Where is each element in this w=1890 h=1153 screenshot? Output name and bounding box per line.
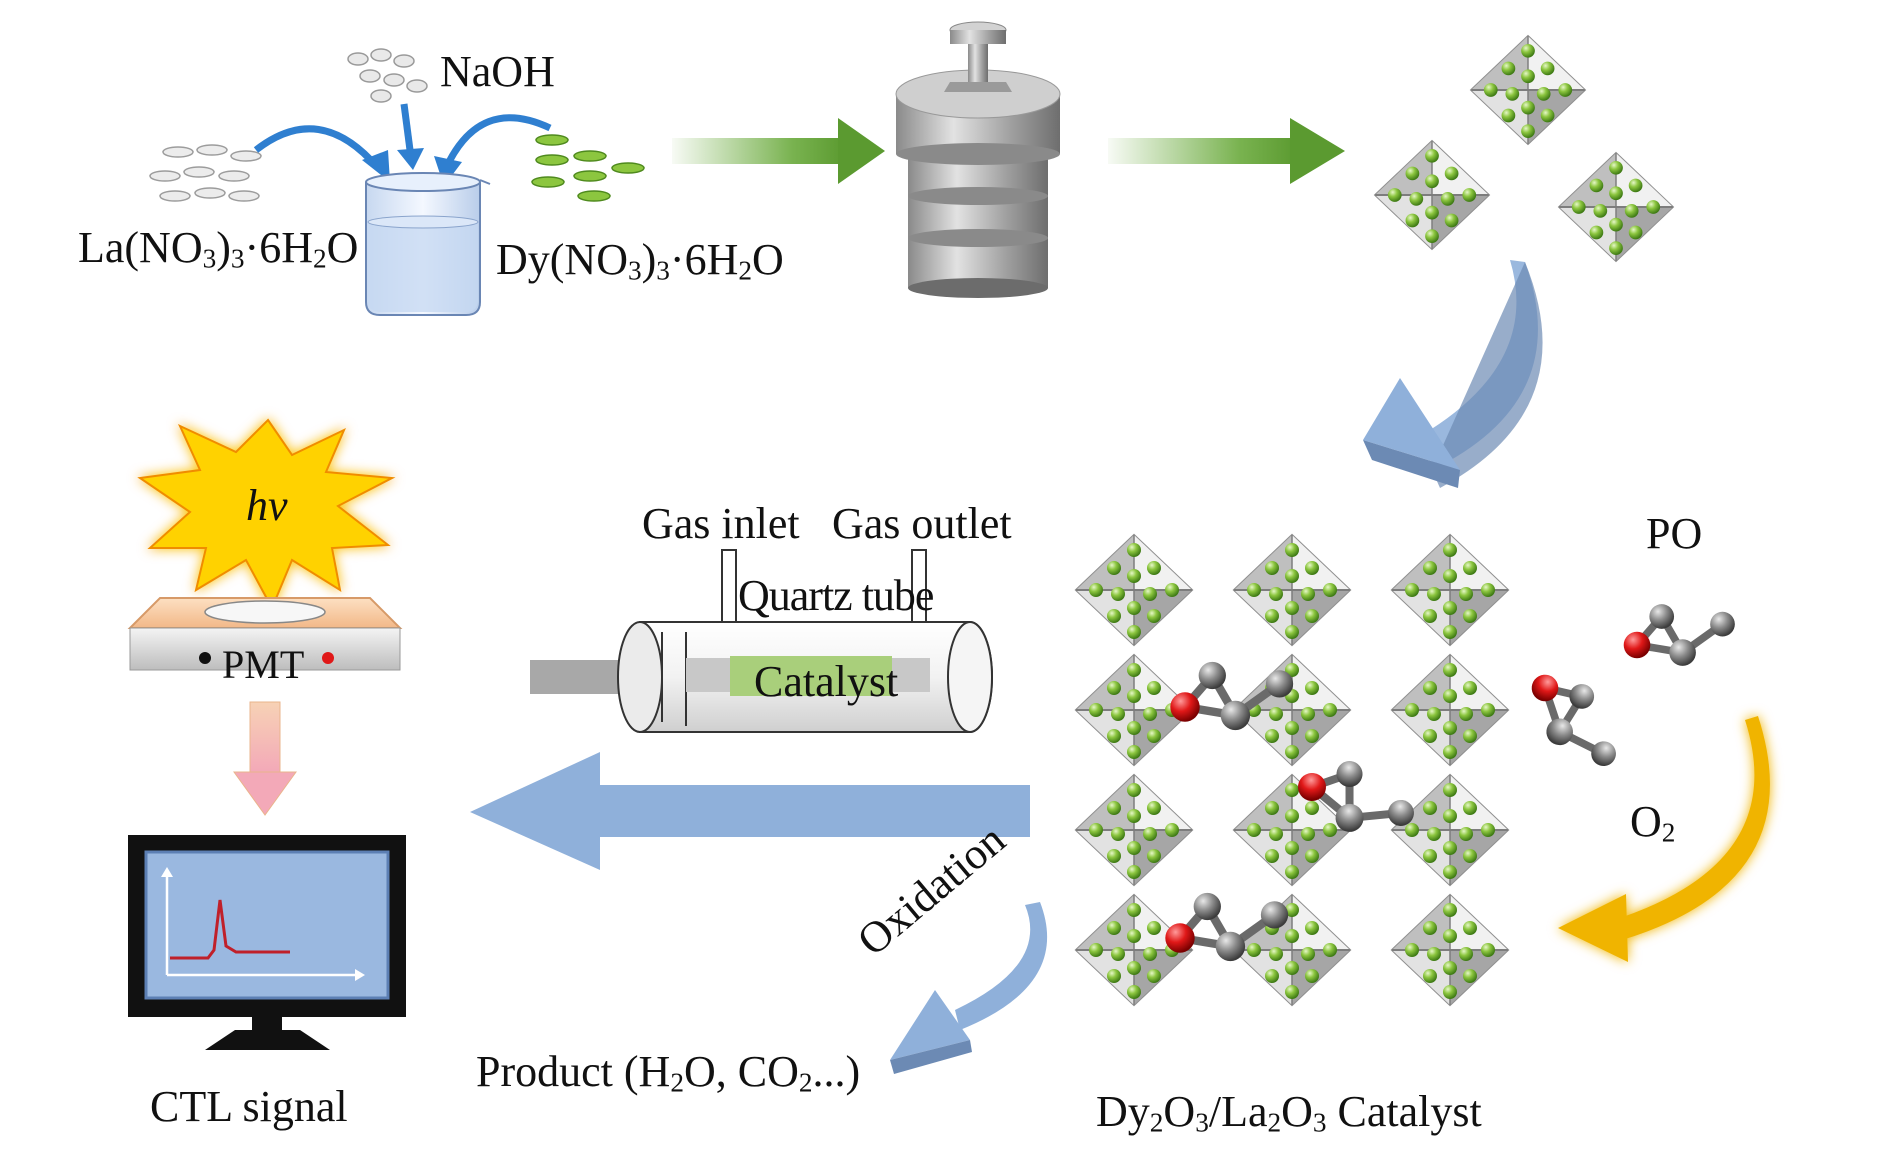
- catalyst-name-label: Dy2O3/La2O3 Catalyst: [1096, 1087, 1482, 1138]
- free-po-molecules: [1520, 604, 1735, 784]
- down-arrow: [233, 701, 297, 816]
- dy-nitrate-pellets: [531, 134, 645, 202]
- gas-outlet-label: Gas outlet: [832, 499, 1012, 548]
- o2-cycle-arrow: [1558, 716, 1770, 962]
- quartz-tube-reactor-icon: [530, 549, 993, 733]
- la-nitrate-label: La(NO3)3·6H2O: [78, 223, 359, 274]
- result-transfer-arrow: [470, 752, 1030, 870]
- gas-inlet-label: Gas inlet: [642, 499, 800, 548]
- mixing-arrowheads: [362, 148, 462, 186]
- green-arrow-2: [1108, 118, 1345, 184]
- quartz-tube-label: Quartz tube: [738, 571, 934, 620]
- naoh-pellets: [347, 48, 428, 103]
- naoh-label: NaOH: [440, 47, 555, 96]
- o2-label: O2: [1630, 797, 1676, 848]
- product-label: Product (H2O, CO2...): [476, 1047, 861, 1098]
- po-label: PO: [1646, 509, 1703, 558]
- octahedron-crystals-top: [1374, 35, 1674, 262]
- mixing-arrows: [253, 103, 552, 171]
- beaker-icon: [365, 172, 491, 316]
- pmt-detector-icon: [127, 597, 403, 671]
- green-arrow-1: [672, 118, 885, 184]
- catalyst-lattice: [1075, 534, 1509, 1006]
- dy-nitrate-label: Dy(NO3)3·6H2O: [496, 235, 784, 286]
- ctl-signal-peak: [170, 899, 290, 960]
- pmt-label: PMT: [222, 642, 305, 687]
- monitor-icon: [128, 835, 406, 1050]
- la-nitrate-pellets: [149, 144, 262, 202]
- hv-label: hv: [246, 481, 288, 530]
- ctl-signal-label: CTL signal: [150, 1082, 348, 1131]
- oxidation-arrow: [890, 902, 1048, 1074]
- autoclave-icon: [895, 21, 1061, 298]
- assembly-curved-arrow: [1363, 260, 1543, 488]
- catalyst-box-label: Catalyst: [754, 657, 899, 706]
